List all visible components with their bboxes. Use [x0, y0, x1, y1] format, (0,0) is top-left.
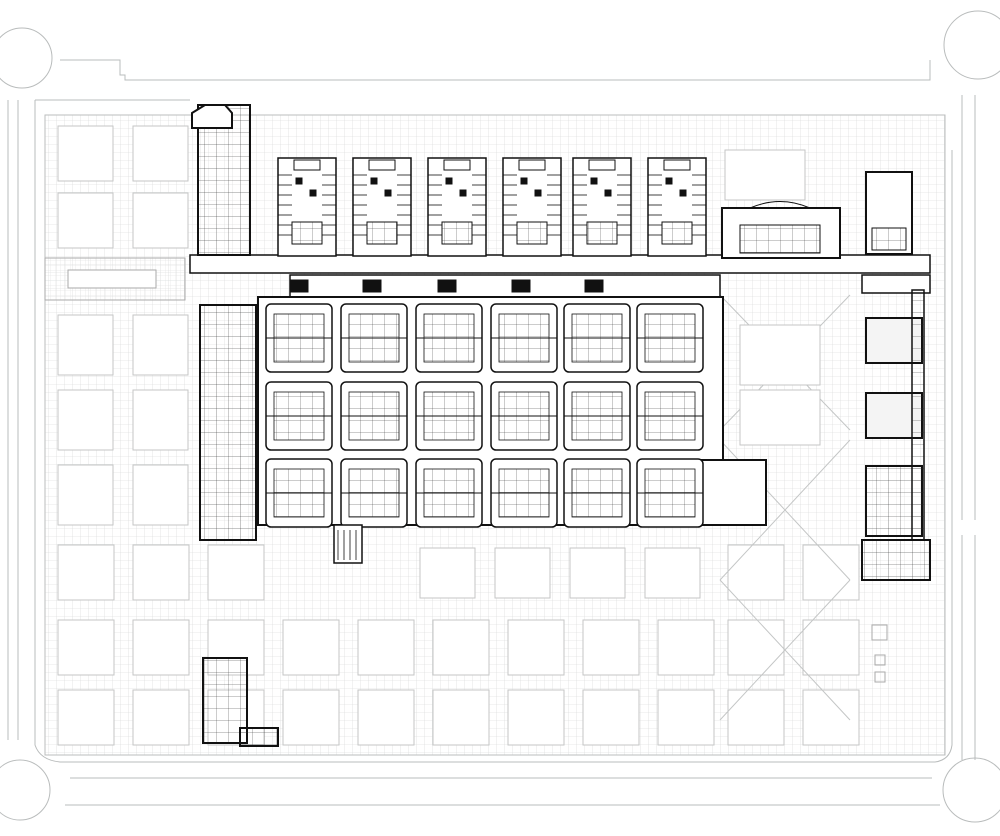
- department-cell: [563, 458, 631, 528]
- lawn-square: [57, 464, 114, 526]
- ward-unit: [502, 157, 562, 257]
- department-cells: [265, 279, 704, 528]
- department-cell: [490, 381, 558, 451]
- department-cell: [340, 458, 408, 528]
- stair-core: [289, 279, 309, 293]
- lawn-square: [57, 314, 114, 376]
- lawn-square: [727, 689, 785, 746]
- department-cell: [415, 458, 483, 528]
- stair-core: [362, 279, 382, 293]
- lawn-square: [802, 689, 860, 746]
- lawn-square: [357, 619, 415, 676]
- department-cell: [636, 303, 704, 373]
- lawn-square: [132, 125, 189, 182]
- department-cell: [265, 303, 333, 373]
- department-cell: [563, 303, 631, 373]
- lawn-square: [57, 619, 115, 676]
- lawn-square: [132, 689, 190, 746]
- lawn-square: [802, 619, 860, 676]
- lawn-square: [419, 547, 476, 599]
- lawn-square: [569, 547, 626, 599]
- department-cell: [265, 458, 333, 528]
- stair-core: [584, 279, 604, 293]
- lawn-square: [282, 619, 340, 676]
- lawn-square: [57, 544, 115, 601]
- lawn-square: [132, 314, 189, 376]
- lawn-square: [507, 619, 565, 676]
- ward-unit: [572, 157, 632, 257]
- lawn-square: [57, 125, 114, 182]
- lawn-square: [282, 689, 340, 746]
- department-cell: [636, 381, 704, 451]
- department-cell: [490, 458, 558, 528]
- lawn-square: [644, 547, 701, 599]
- lawn-square: [57, 389, 114, 451]
- lawn-square: [132, 464, 189, 526]
- lawn-square: [727, 619, 785, 676]
- department-cell: [490, 303, 558, 373]
- ward-unit: [427, 157, 487, 257]
- main-building: [189, 104, 931, 747]
- lawn-square: [132, 544, 190, 601]
- site-roads: [0, 10, 1000, 823]
- site-objects: [871, 624, 888, 683]
- department-cell: [415, 303, 483, 373]
- ward-unit: [352, 157, 412, 257]
- lawn-square: [432, 689, 490, 746]
- department-cell: [636, 458, 704, 528]
- department-cell: [340, 303, 408, 373]
- lawn-square: [132, 389, 189, 451]
- north-wards: [277, 157, 707, 257]
- ward-unit: [647, 157, 707, 257]
- department-cell: [563, 381, 631, 451]
- lawn-square: [432, 619, 490, 676]
- lawn-square: [132, 619, 190, 676]
- lawn-square: [207, 544, 265, 601]
- lawn-square: [132, 192, 189, 249]
- lawn-square: [724, 149, 806, 201]
- lawn-square: [57, 192, 114, 249]
- stair-core: [437, 279, 457, 293]
- lawn-square: [582, 619, 640, 676]
- lawn-square: [582, 689, 640, 746]
- courtyard-pattern: [719, 294, 851, 721]
- ward-unit: [277, 157, 337, 257]
- department-cell: [340, 381, 408, 451]
- lawn-square: [657, 619, 715, 676]
- department-cell: [265, 381, 333, 451]
- lawn-square: [727, 544, 785, 601]
- lawn-square: [657, 689, 715, 746]
- lawn-square: [802, 544, 860, 601]
- department-cell: [415, 381, 483, 451]
- lawn-square: [494, 547, 551, 599]
- lawn-square: [357, 689, 415, 746]
- stair-core: [511, 279, 531, 293]
- lawn-square: [57, 689, 115, 746]
- lawn-square: [507, 689, 565, 746]
